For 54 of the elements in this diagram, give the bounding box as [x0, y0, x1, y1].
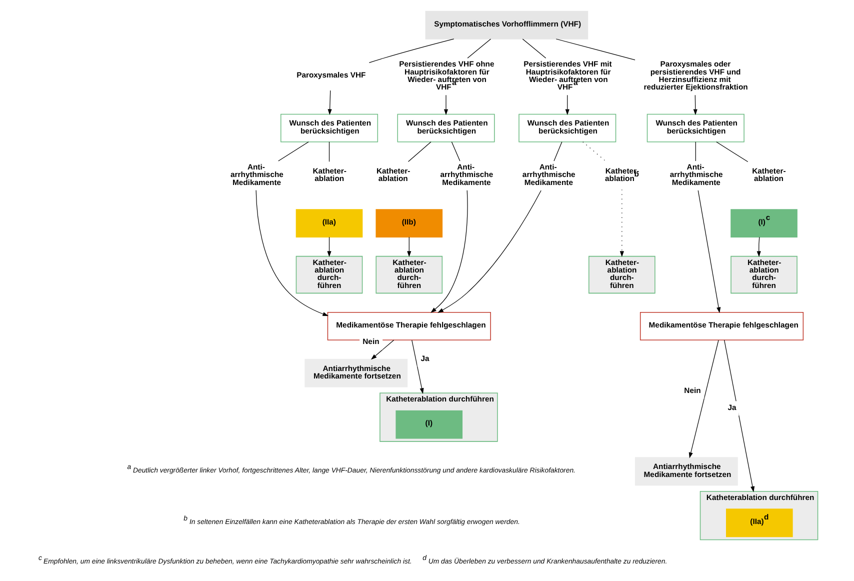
node-box: (IIa) [296, 209, 363, 238]
arrow [693, 94, 698, 116]
connector [368, 38, 454, 63]
node-box: Katheter- ablation durch- führen [588, 256, 656, 294]
arrow [444, 94, 448, 116]
arrow [698, 190, 721, 314]
connector [467, 38, 492, 58]
node-text: Katheter- ablation [752, 166, 786, 184]
connector [695, 142, 696, 162]
node-box: Wunsch des Patienten berücksichtigen [646, 114, 744, 142]
connector [522, 38, 546, 58]
connector [278, 142, 309, 162]
node-box: Katheter- ablation durch- führen [296, 256, 363, 294]
arrow [370, 340, 394, 360]
node-box: Symptomatisches Vorhofflimmern (VHF) [425, 10, 588, 40]
node-box: Antiarrhythmische Medikamente fortsetzen [634, 457, 738, 486]
connector [554, 142, 562, 162]
node-text: Paroxysmales oder persistierendes VHF und Herzinsuffizienz mit reduzierter Ejektionsfraktion [644, 60, 748, 92]
arrow [430, 190, 468, 313]
arrow [256, 190, 329, 316]
node-box: (IIb) [376, 209, 443, 238]
arrow [565, 94, 570, 116]
node-box: Medikamentöse Therapie fehlgeschlagen [640, 312, 804, 340]
node-text: Anti- arrhythmische Medikamente [440, 162, 494, 187]
node-box: Wunsch des Patienten berücksichtigen [397, 114, 495, 142]
node-text: Paroxysmales VHF [296, 70, 366, 80]
node-box: (I) [396, 410, 463, 439]
arrow [438, 190, 542, 313]
node-box: Katheter- ablation durch- führen [376, 256, 443, 294]
connector [408, 142, 432, 162]
edge-label: Ja [728, 402, 736, 412]
connector [556, 38, 636, 60]
arrow [327, 236, 332, 257]
connector [716, 142, 748, 162]
connector [328, 142, 330, 162]
arrow [412, 340, 424, 394]
edge-label: Ja [420, 354, 430, 363]
connector [451, 142, 460, 162]
node-text: Anti- arrhythmische Medikamente [670, 162, 723, 187]
node-text: Katheter- ablation [376, 166, 410, 184]
arrow [328, 90, 332, 115]
arrow [756, 236, 761, 257]
node-box: Katheter- ablation durch- führen [730, 256, 798, 294]
arrow [620, 189, 624, 258]
node-text: Anti- arrhythmische Medikamente [230, 162, 284, 187]
node-box: Antiarrhythmische Medikamente fortsetzen [304, 358, 408, 388]
edge-label: Nein [684, 386, 701, 395]
node-box: Wunsch des Patienten berücksichtigen [280, 114, 378, 142]
connector [582, 142, 607, 162]
arrow [407, 236, 412, 257]
node-box: Wunsch des Patienten berücksichtigen [518, 114, 616, 142]
arrow [688, 340, 719, 458]
node-text: Katheter- ablation [312, 166, 346, 184]
node-text: Anti- arrhythmische Medikamente [522, 162, 576, 187]
